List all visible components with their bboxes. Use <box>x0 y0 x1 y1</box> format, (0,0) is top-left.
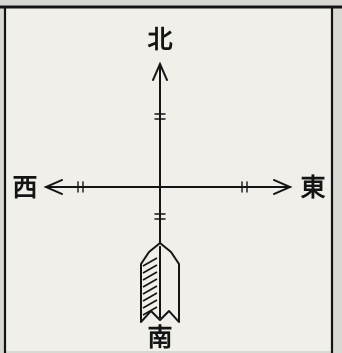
feather-fletching-icon <box>141 243 179 322</box>
west-label: 西 <box>12 173 37 202</box>
east-label: 東 <box>300 173 325 202</box>
north-label: 北 <box>147 25 172 54</box>
south-label: 南 <box>147 323 172 352</box>
